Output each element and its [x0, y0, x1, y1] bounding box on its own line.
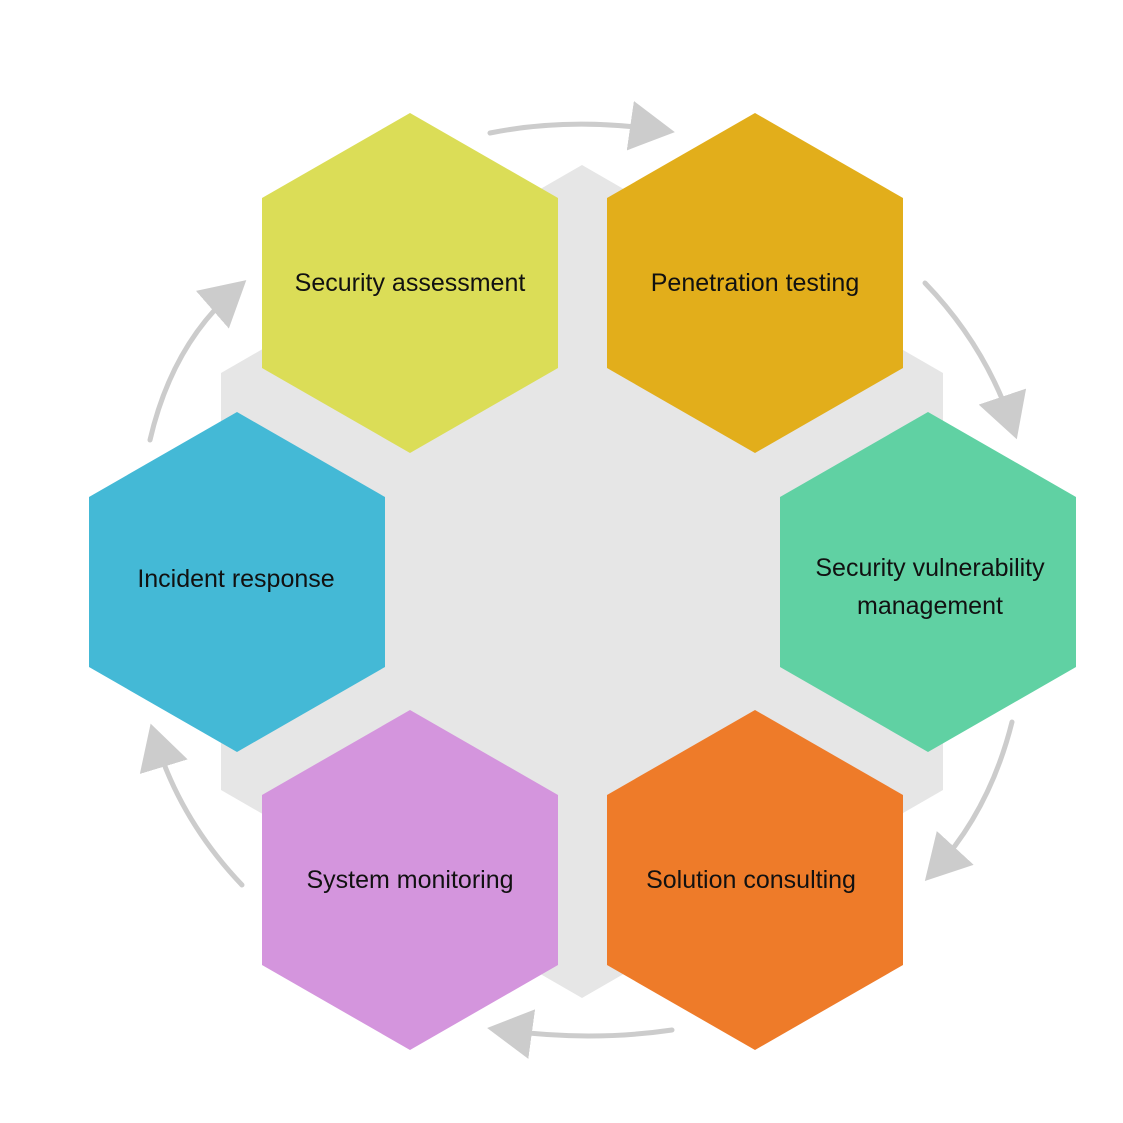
hexagon-solution-consulting [607, 710, 903, 1050]
label-incident-response: Incident response [137, 565, 335, 593]
label-security-assessment: Security assessment [294, 269, 526, 297]
label-security-vulnerability-management: Security vulnerability management [815, 554, 1045, 620]
label-penetration-testing: Penetration testing [650, 269, 860, 297]
hexagon-incident-response [89, 412, 385, 752]
hexagon-penetration-testing [607, 113, 903, 453]
label-solution-consulting: Solution consulting [646, 866, 856, 894]
arrow-penetration-to-vulnerability [922, 280, 1027, 440]
hexagon-security-vulnerability-management [780, 412, 1076, 752]
arrow-consulting-to-monitoring [487, 1009, 675, 1059]
hexagon-system-monitoring [262, 710, 558, 1050]
hexagon-security-assessment [262, 113, 558, 453]
arrow-monitoring-to-incident [139, 723, 245, 888]
arrow-vulnerability-to-consulting [924, 719, 1015, 882]
arrow-assessment-to-penetration [487, 100, 675, 151]
label-system-monitoring: System monitoring [306, 866, 514, 894]
arrow-incident-to-assessment [147, 280, 247, 443]
